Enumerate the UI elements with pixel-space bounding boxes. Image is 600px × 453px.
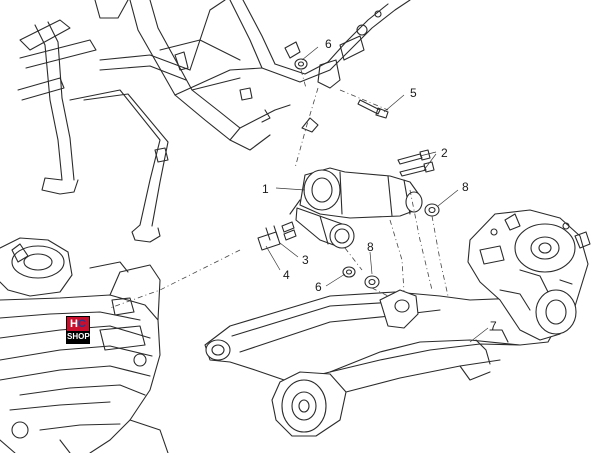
callout-6-upper: 6 — [325, 37, 332, 51]
logo-hc: HC — [67, 317, 89, 331]
callout-1: 1 — [262, 182, 269, 196]
callout-6-lower: 6 — [315, 280, 322, 294]
callout-8-right: 8 — [462, 180, 469, 194]
final-drive-housing — [467, 209, 591, 341]
nut-part-6-upper — [294, 58, 308, 70]
nut-part-6-lower — [342, 266, 356, 278]
hc-shop-logo: HC SHOP — [66, 316, 90, 344]
swingarm — [204, 289, 561, 437]
logo-shop: SHOP — [67, 331, 90, 343]
engine-block — [0, 237, 169, 453]
callout-2: 2 — [441, 146, 448, 160]
assembly-lines — [109, 69, 449, 309]
nut-part-8-lower — [364, 275, 380, 289]
bolt-part-5 — [357, 99, 389, 119]
callout-7: 7 — [490, 319, 497, 333]
frame-tubular — [17, 0, 411, 243]
callout-4: 4 — [283, 268, 290, 282]
logo-letter-c: C — [78, 318, 86, 330]
nut-part-8-right — [424, 203, 440, 217]
callout-5: 5 — [410, 86, 417, 100]
leader-lines — [265, 46, 489, 343]
logo-letter-h: H — [70, 318, 78, 330]
callout-8-lower: 8 — [367, 240, 374, 254]
callout-3: 3 — [302, 253, 309, 267]
bracket-parts-3-4 — [257, 221, 297, 251]
shock-absorber — [289, 167, 423, 249]
